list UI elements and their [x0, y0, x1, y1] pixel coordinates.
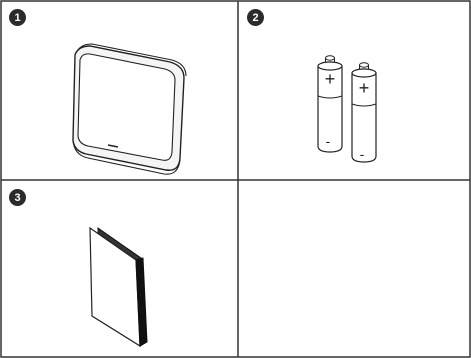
minus-sign-right: - — [360, 146, 365, 162]
minus-sign-left: - — [326, 133, 331, 149]
batteries-icon: + + - - — [238, 0, 471, 180]
cell-3: 3 — [0, 180, 238, 358]
cell-1: 1 — [0, 0, 238, 180]
device-icon — [0, 0, 238, 180]
plus-sign-left: + — [325, 69, 336, 89]
cell-4-empty — [238, 180, 471, 358]
manual-booklet-icon — [0, 180, 238, 358]
plus-sign-right: + — [359, 78, 370, 98]
cell-2: 2 + + - - — [238, 0, 471, 180]
